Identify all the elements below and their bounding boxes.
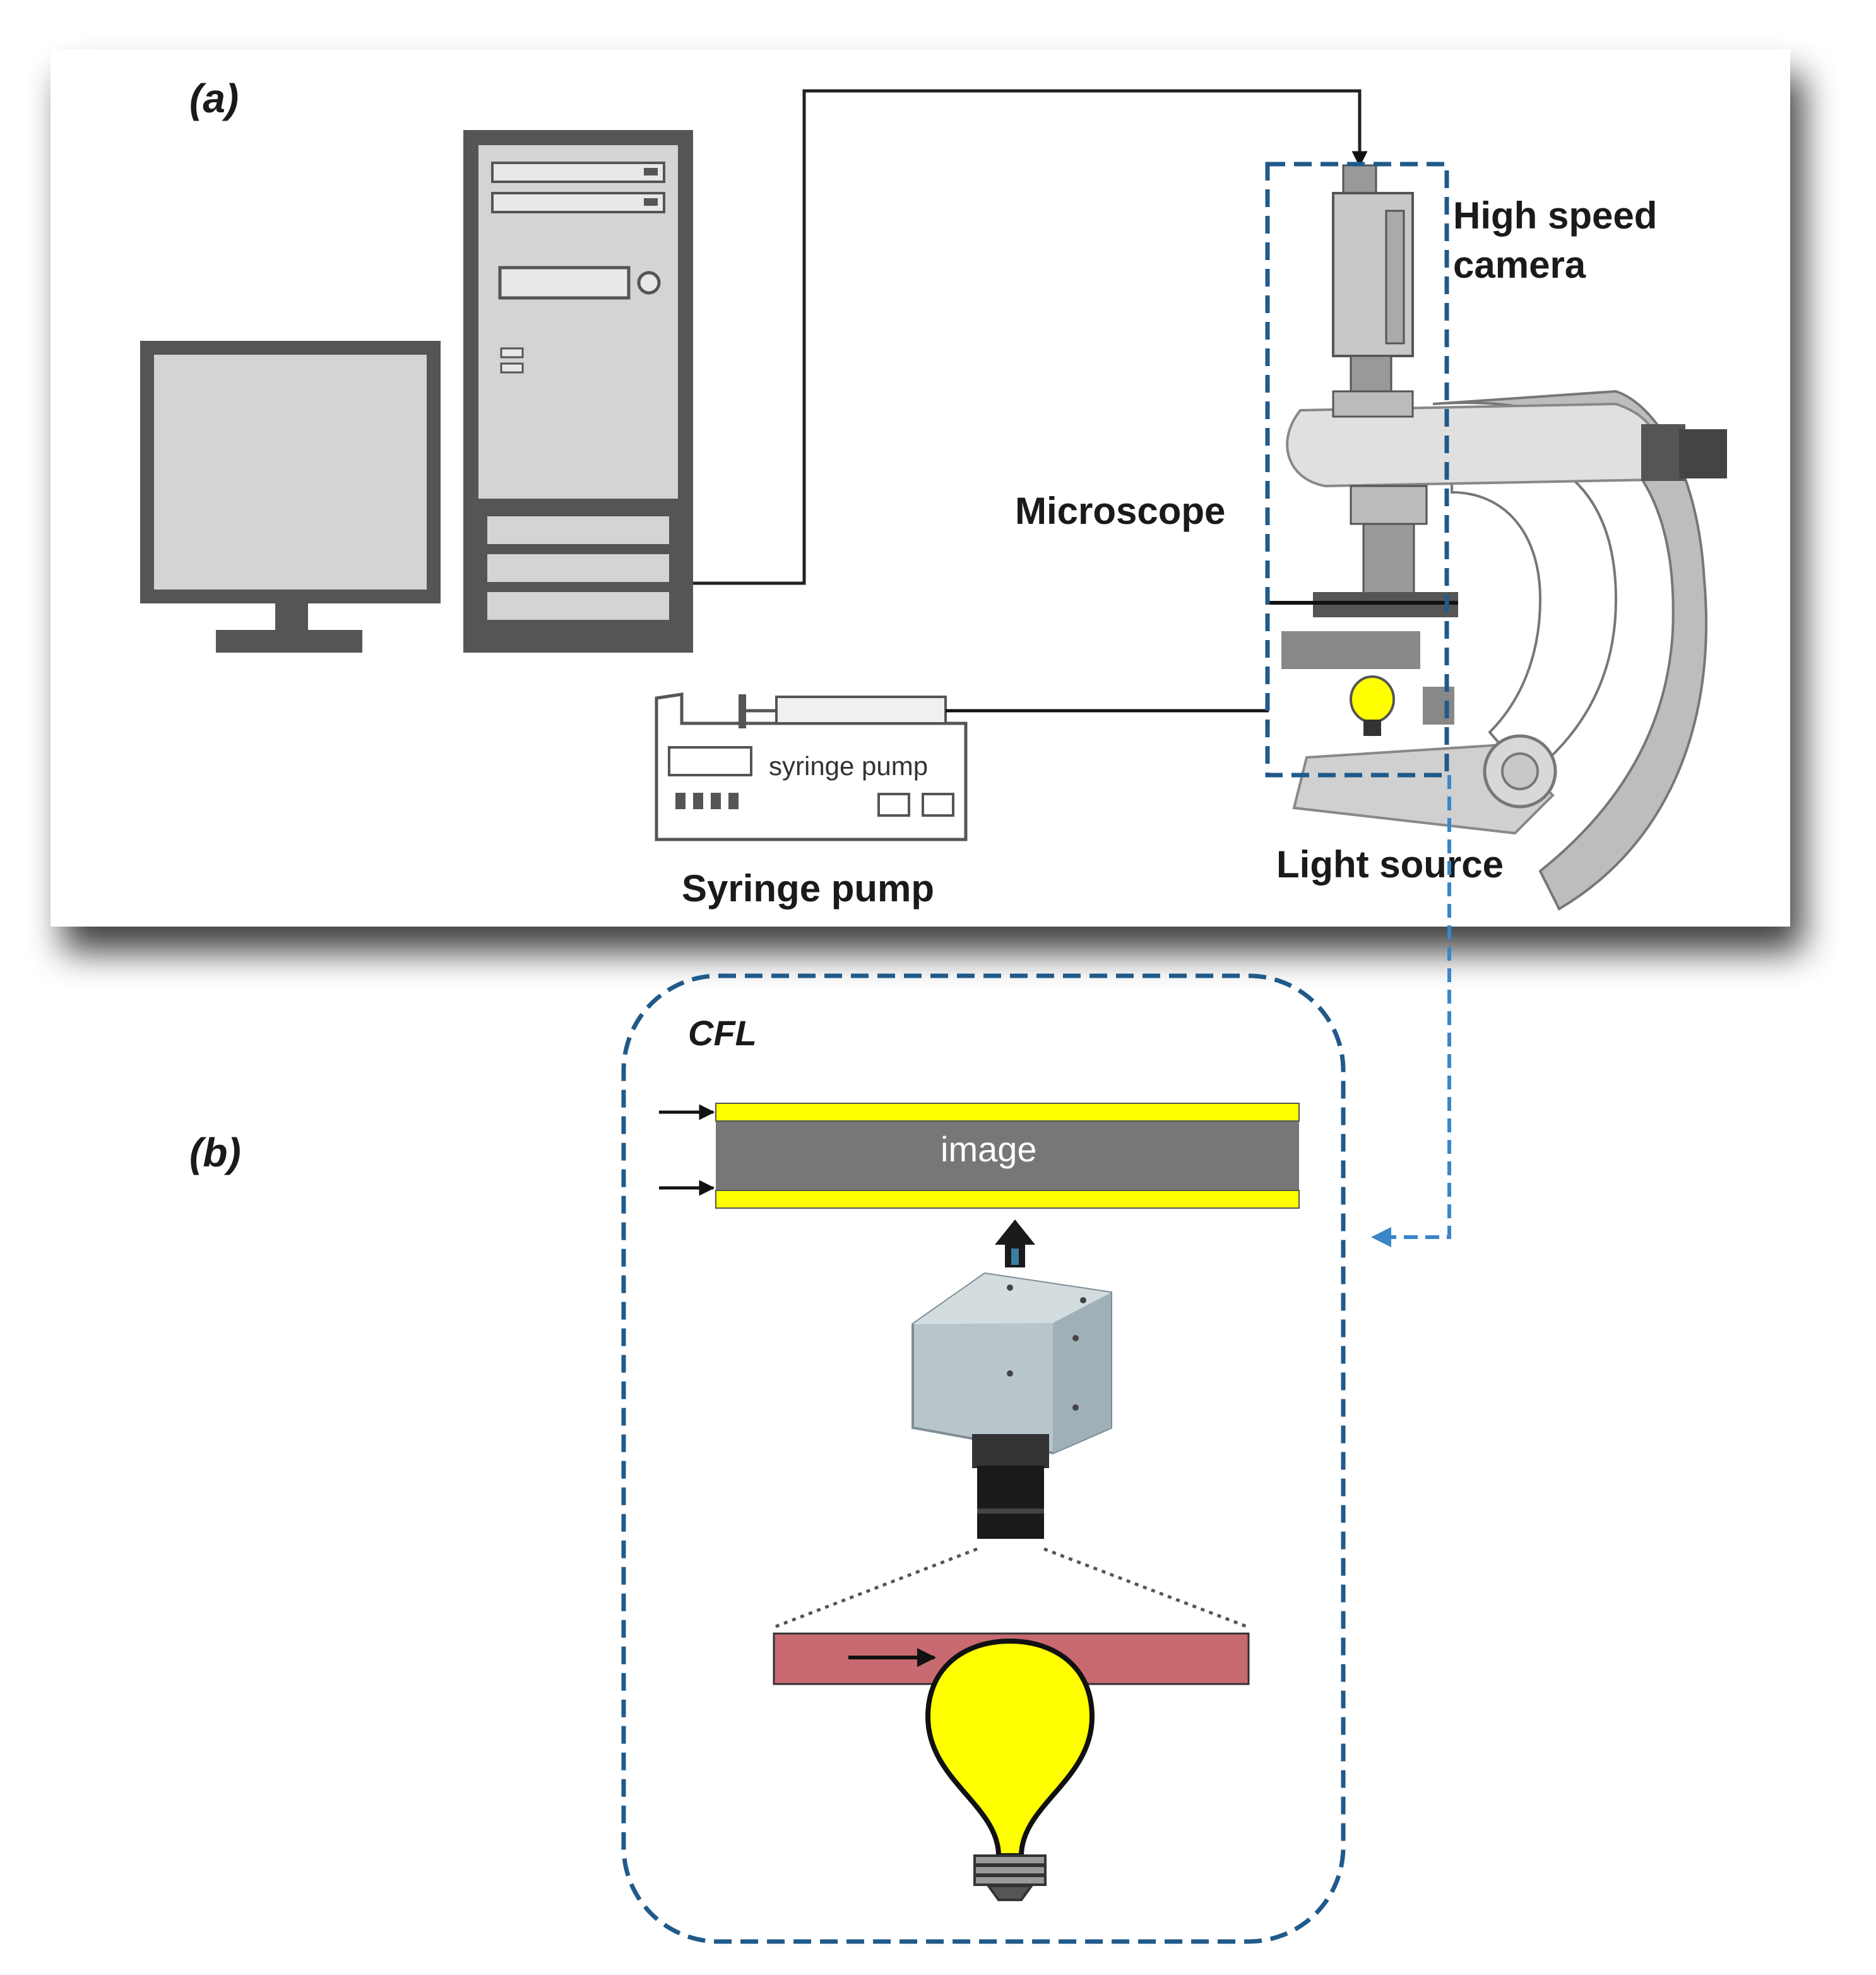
monitor-icon [140,341,441,653]
view-cone-left [773,1547,978,1629]
high-speed-camera-label-2: camera [1453,244,1586,286]
camera-icon [911,1272,1112,1539]
image-strip: image [715,1103,1300,1209]
cfl-label: CFL [688,1013,757,1053]
panel-b-label: (b) [189,1130,241,1175]
panel-a-label: (a) [189,76,239,121]
panel-b: (b) CFL image [189,973,1346,1944]
syringe-pump-icon: syringe pump [655,692,968,841]
light-bulb-small-icon [1350,675,1395,736]
pump-device-text: syringe pump [769,751,928,781]
cfl-dashed-box [621,973,1346,1944]
flow-arrows-left [659,1104,715,1196]
microscope-icon [1269,389,1727,911]
focus-dashed-box [1265,162,1449,778]
computer-tower-icon [463,130,693,653]
light-bulb-icon [925,1638,1095,1901]
syringe-pump-label: Syringe pump [682,867,934,910]
microscope-label: Microscope [1015,490,1225,532]
panel-a: (a) [50,49,1790,927]
zoom-connector [1389,775,1451,1239]
data-cable [693,89,1362,585]
image-strip-label: image [941,1129,1037,1169]
high-speed-camera-icon [1332,164,1414,393]
view-cone-right [1043,1547,1249,1629]
up-arrow-icon [995,1219,1035,1267]
light-source-label: Light source [1276,843,1504,886]
zoom-connector-arrowhead [1371,1227,1391,1247]
high-speed-camera-label: High speed [1453,194,1657,237]
